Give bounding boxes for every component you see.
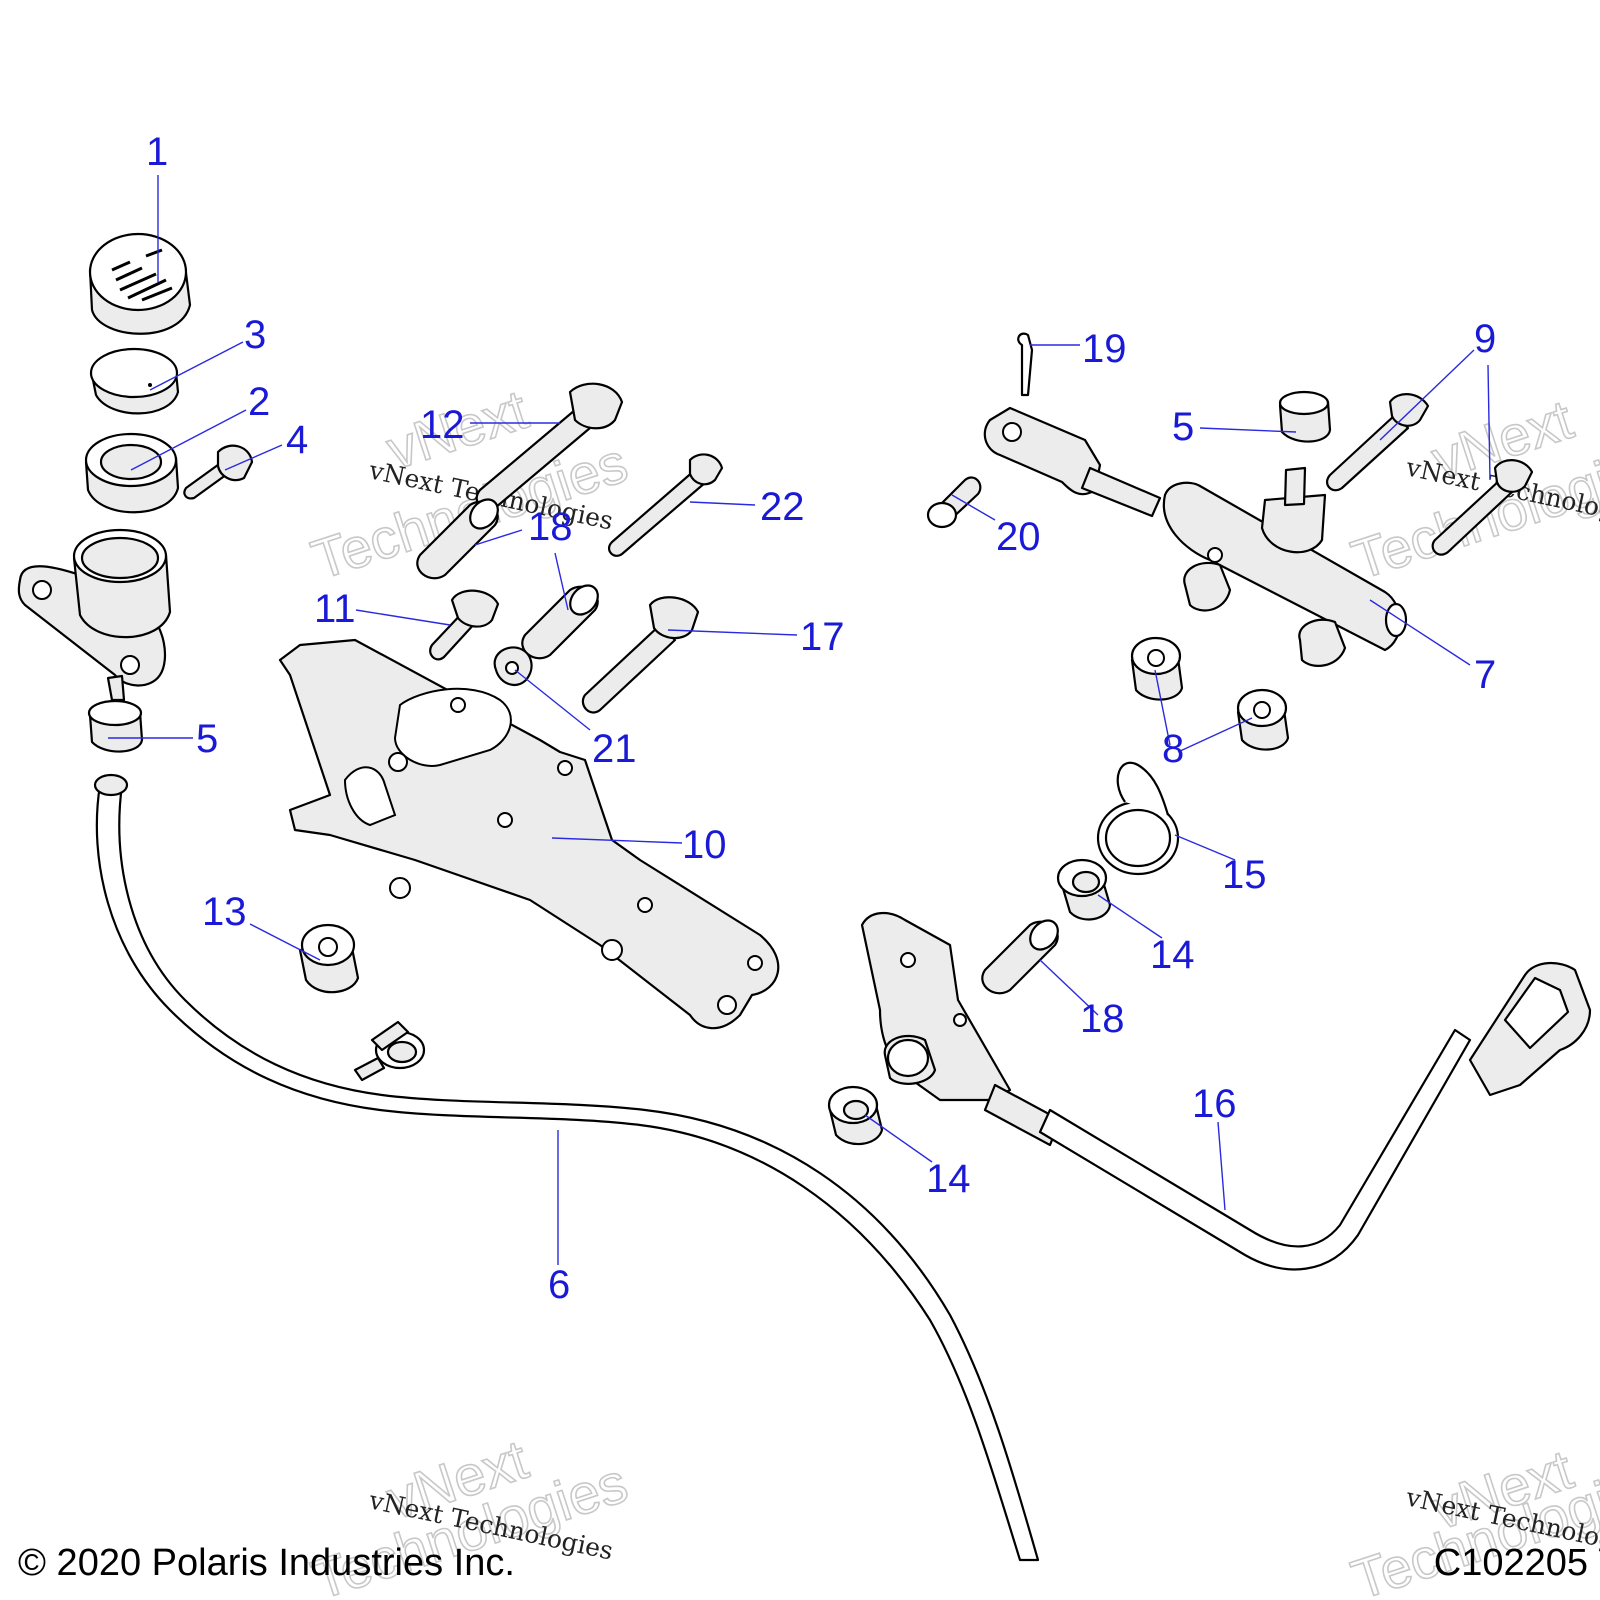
- leader-8-lower: [1177, 717, 1253, 753]
- callout-8: 8: [1162, 727, 1184, 771]
- leader-18-upper: [474, 529, 523, 546]
- nut-8-upper-part: [1130, 636, 1184, 701]
- leader-13: [249, 923, 321, 961]
- callout-18-upper: 18: [528, 505, 573, 549]
- leader-2: [130, 409, 247, 471]
- callout-9: 9: [1474, 317, 1496, 361]
- bolt-17-part: [581, 596, 700, 714]
- callout-17: 17: [800, 615, 845, 659]
- callout-7: 7: [1474, 653, 1496, 697]
- leader-8-upper: [1154, 669, 1171, 746]
- callout-12: 12: [420, 403, 465, 447]
- leader-3: [149, 341, 244, 391]
- leader-22: [689, 501, 756, 506]
- callout-15: 15: [1222, 853, 1267, 897]
- return-spring-part: [1096, 761, 1180, 876]
- leader-14-lower: [864, 1114, 933, 1163]
- leader-18-middle: [554, 552, 569, 611]
- bolt-11-part: [429, 589, 500, 661]
- leader-21: [514, 669, 591, 731]
- footer: © 2020 Polaris Industries Inc. C102205: [18, 1542, 1588, 1584]
- leader-11: [355, 609, 451, 626]
- callout-5-right: 5: [1172, 405, 1194, 449]
- diagram-code: C102205: [1434, 1542, 1588, 1584]
- bolt-4-part: [183, 444, 254, 500]
- nut-13-part: [298, 923, 360, 994]
- leader-14-upper: [1097, 894, 1163, 939]
- leader-15: [1174, 834, 1236, 861]
- callout-22: 22: [760, 485, 805, 529]
- leader-5-right: [1199, 427, 1297, 433]
- bushing-14-lower-part: [827, 1085, 884, 1146]
- clutch-pedal-part: [860, 912, 1592, 1271]
- leader-9-upper: [1379, 349, 1475, 441]
- leader-20: [951, 494, 996, 521]
- callout-6: 6: [548, 1263, 570, 1307]
- hose-end-part: [93, 773, 129, 797]
- parts-layer: [17, 232, 1592, 1562]
- bolt-9-lower-part: [1431, 459, 1534, 556]
- leader-4: [224, 444, 283, 471]
- callout-18-lower: 18: [1080, 997, 1125, 1041]
- spacer-18-upper-part: [416, 498, 499, 580]
- hose-clamp-left-part: [87, 699, 144, 753]
- callout-20: 20: [996, 515, 1041, 559]
- leader-10: [551, 837, 683, 844]
- copyright-notice: © 2020 Polaris Industries Inc.: [18, 1542, 515, 1584]
- leader-18-lower: [1039, 959, 1099, 1016]
- callout-14-upper: 14: [1150, 933, 1195, 977]
- leader-17: [667, 629, 798, 636]
- hose-clamp-right-part: [1278, 390, 1332, 443]
- callout-19: 19: [1082, 327, 1127, 371]
- clevis-pin-part: [926, 476, 982, 529]
- callout-1: 1: [146, 130, 168, 174]
- callout-3: 3: [244, 313, 266, 357]
- diaphragm-part: [89, 347, 180, 415]
- bushing-14-upper-part: [1056, 858, 1112, 921]
- bolt-22-part: [607, 453, 724, 557]
- nut-8-lower-part: [1236, 688, 1290, 751]
- callout-10: 10: [682, 823, 727, 867]
- master-cylinder-part: [17, 528, 172, 702]
- screw-clamp-part: [353, 1020, 426, 1082]
- callout-16: 16: [1192, 1082, 1237, 1126]
- spacer-18-lower-part: [981, 919, 1059, 995]
- callout-11: 11: [314, 587, 356, 631]
- leader-lines: [108, 175, 1491, 1265]
- bolt-9-upper-part: [1326, 393, 1430, 492]
- seal-part: [84, 432, 180, 514]
- callout-14-lower: 14: [926, 1157, 971, 1201]
- hose-part: [95, 783, 1040, 1562]
- callout-5-left: 5: [196, 717, 218, 761]
- spacer-18-middle-part: [521, 584, 599, 660]
- leader-9-lower: [1487, 364, 1491, 481]
- callout-13: 13: [202, 890, 247, 934]
- callout-layer: 1 3 2 4 5 12 22 18 11 17 21 10 13 6 19 9…: [146, 130, 1496, 1307]
- leader-16: [1217, 1121, 1226, 1211]
- cotter-pin-part: [1017, 332, 1034, 397]
- clutch-master-cylinder-part: [983, 406, 1408, 667]
- callout-2: 2: [248, 380, 270, 424]
- mounting-bracket-part: [278, 638, 780, 1030]
- reservoir-cap-part: [88, 232, 192, 335]
- callout-4: 4: [286, 418, 308, 462]
- callout-21: 21: [592, 727, 637, 771]
- leader-7: [1369, 599, 1471, 666]
